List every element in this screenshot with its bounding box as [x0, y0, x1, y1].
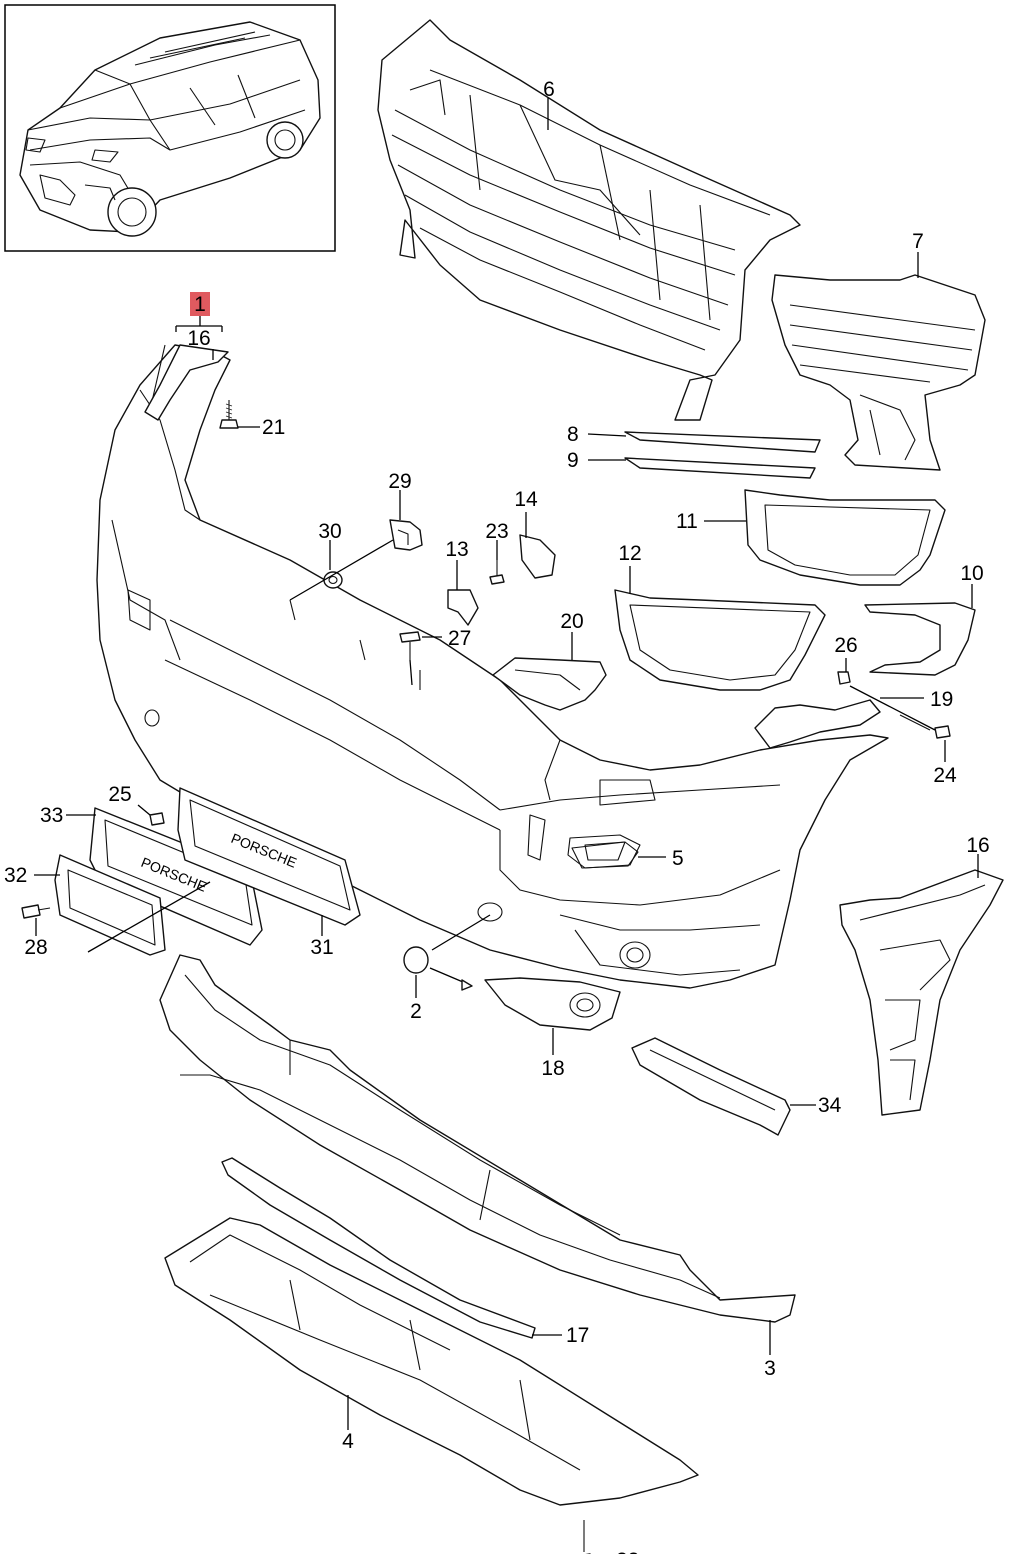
trim-strip-part-9 — [624, 457, 816, 479]
vehicle-thumbnail — [4, 4, 336, 252]
callout-1: 1 — [194, 293, 206, 316]
lamp-housing-part-11 — [744, 489, 946, 586]
callout-24: 24 — [933, 764, 957, 787]
screw-part-27 — [399, 631, 421, 686]
lower-spoiler-part-3 — [159, 954, 796, 1323]
grille-carrier-part-6 — [377, 19, 801, 421]
callout-28: 28 — [24, 936, 47, 959]
callout-22: 22 — [616, 1549, 639, 1554]
callout-8: 8 — [567, 423, 579, 446]
callout-18: 18 — [541, 1057, 564, 1080]
bracket-part-16-left — [144, 344, 229, 421]
callout-2: 2 — [410, 1000, 422, 1023]
bracket-part-34 — [631, 1037, 791, 1136]
highlight-box-item-1 — [190, 292, 210, 316]
callout-3: 3 — [764, 1357, 776, 1380]
callout-4: 4 — [342, 1430, 354, 1453]
callout-12: 12 — [618, 542, 641, 565]
callout-25: 25 — [108, 783, 131, 806]
callout-26: 26 — [834, 634, 857, 657]
callout-16a: 16 — [187, 327, 210, 350]
reinforcement-part-17 — [221, 1157, 536, 1339]
callout-14: 14 — [514, 488, 538, 511]
callout-34: 34 — [818, 1094, 842, 1117]
plate-bracket-part-31: PORSCHE — [177, 787, 361, 926]
callout-labels: 1 16 21 6 7 8 9 29 30 14 23 13 11 12 10 … — [4, 78, 990, 1554]
underbody-panel-part-4 — [164, 1217, 699, 1506]
bracket-part-19 — [754, 699, 881, 749]
trim-strip-part-8 — [624, 431, 821, 453]
callout-21: 21 — [262, 416, 285, 439]
screw-part-23 — [489, 560, 505, 585]
callout-10: 10 — [960, 562, 983, 585]
ring-part-30 — [323, 571, 343, 589]
car-illustration — [19, 21, 321, 237]
clip-part-26 — [837, 671, 851, 685]
callout-29: 29 — [388, 470, 411, 493]
bumper-cover-part-1 — [96, 344, 889, 989]
callout-9: 9 — [567, 449, 579, 472]
bracket-part-14 — [519, 534, 556, 579]
trim-part-5 — [571, 841, 639, 869]
callout-17: 17 — [566, 1324, 589, 1347]
bracket-part-13 — [447, 589, 479, 626]
sensor-part-29 — [389, 519, 423, 551]
callout-6: 6 — [543, 78, 555, 101]
screw-part-25 — [149, 812, 165, 826]
leader-lines — [34, 98, 979, 1430]
callout-11: 11 — [676, 510, 698, 533]
callout-19: 19 — [930, 688, 953, 711]
callout-7: 7 — [912, 230, 924, 253]
screw-part-22 — [583, 1520, 591, 1554]
bracket-part-16-right — [839, 869, 1004, 1116]
screw-part-21 — [219, 400, 239, 429]
callout-33: 33 — [40, 804, 63, 827]
callout-5: 5 — [672, 847, 684, 870]
callout-23: 23 — [485, 520, 508, 543]
callout-27: 27 — [448, 627, 471, 650]
side-grille-part-7 — [771, 274, 986, 471]
fog-trim-part-18 — [484, 977, 621, 1031]
callout-16b: 16 — [966, 834, 989, 857]
tow-cap-part-2 — [403, 946, 473, 991]
plate-part-32 — [54, 854, 166, 956]
lamp-housing-part-12 — [614, 589, 826, 691]
callout-20: 20 — [560, 610, 583, 633]
screw-part-24 — [899, 714, 951, 739]
callout-30: 30 — [318, 520, 341, 543]
trim-part-10 — [864, 602, 976, 676]
screw-part-28 — [21, 904, 51, 919]
callout-31: 31 — [310, 936, 333, 959]
callout-13: 13 — [445, 538, 468, 561]
callout-32: 32 — [4, 864, 27, 887]
